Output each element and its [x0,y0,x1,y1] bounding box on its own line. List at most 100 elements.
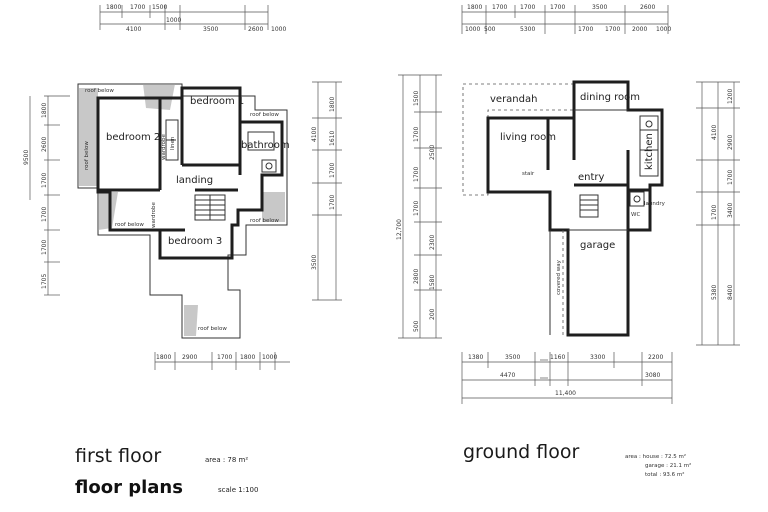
ff-dim-right-1: 1800 [329,97,336,112]
gf-dim-top-12: 2000 [632,26,647,33]
ff-dim-right-4: 1700 [329,195,336,210]
gf-dim-right-6: 3400 [727,203,734,218]
ground-floor-left-dimensions: 1500 1700 2500 1700 1700 2300 2800 1580 … [396,74,442,339]
ff-dim-top-3: 1000 [166,17,181,24]
gf-room-wc: WC [631,212,640,218]
ff-dim-top-8: 1000 [271,26,286,33]
gf-covered-way [540,230,564,379]
ff-roof-note-left: roof below [84,141,90,170]
gf-dim-bottom-3: 1160 [550,354,565,361]
ff-dim-left-4: 1700 [41,207,48,222]
ground-floor-plan: 1800 1700 1700 1700 3500 2600 1000 500 5… [396,4,740,404]
ff-dim-right-outer-2: 3500 [311,255,318,270]
first-floor-plan: 1800 1700 1000 1500 4100 3500 2600 1000 … [23,4,342,370]
ff-room-bathroom: bathroom [241,140,290,151]
ff-dim-bottom-5: 1000 [262,354,277,361]
gf-room-covered-way: covered way [556,259,562,295]
ff-label-wardrobe-1: wardrobe [161,133,167,160]
ff-roof-hatch-left [78,88,98,186]
gf-room-verandah: verandah [490,94,537,105]
gf-dim-bottom-2: 3500 [505,354,520,361]
gf-dim-left-2: 1700 [413,127,420,142]
gf-dim-right-5: 1700 [711,205,718,220]
ff-roof-hatch-midleft [98,192,118,230]
ground-floor-walls [486,80,664,337]
ff-roof-hatch-bottom [184,305,198,336]
gf-dim-top-2: 1700 [492,4,507,11]
gf-dim-top-4: 1700 [550,4,565,11]
sheet-caption: floor plans [75,477,183,498]
ff-roof-note-top-left: roof below [85,88,114,94]
gf-room-dining: dining room [580,92,640,103]
gf-dim-bottom-7: 3080 [645,372,660,379]
ff-dim-right-2: 1610 [329,131,336,146]
ground-floor-right-dimensions: 1200 2900 4100 1700 1700 3400 5380 8400 [696,81,740,346]
first-floor-left-dimensions: 1800 2600 1700 1700 1700 1705 9500 [23,95,70,296]
ff-roof-hatch-right [262,192,285,222]
ff-room-bedroom1: bedroom 1 [190,96,244,107]
ff-roof-note-right: roof below [250,218,279,224]
gf-area-line-1: area : house : 72.5 m² [625,453,686,460]
gf-room-kitchen: kitchen [644,133,655,170]
gf-dim-bottom-4: 3300 [590,354,605,361]
ff-room-landing: landing [176,175,213,186]
gf-dim-left-8: 1580 [429,275,436,290]
ff-dim-bottom-1: 1800 [156,354,171,361]
ground-floor-top-dimensions: 1800 1700 1700 1700 3500 2600 1000 500 5… [461,4,671,34]
ff-dim-top-5: 4100 [126,26,141,33]
ff-dim-left-5: 1700 [41,240,48,255]
gf-room-living: living room [500,132,556,143]
gf-dim-bottom-5: 2200 [648,354,663,361]
gf-dim-right-8: 8400 [727,285,734,300]
gf-room-entry: entry [578,172,605,183]
gf-dim-right-2: 2900 [727,135,734,150]
sheet-scale: scale 1:100 [218,486,258,494]
first-floor-title: first floor [75,445,161,467]
gf-dim-left-4: 1700 [413,167,420,182]
gf-dim-left-3: 2500 [429,145,436,160]
gf-dim-left-10: 500 [413,320,420,332]
first-floor-walls [96,86,284,260]
gf-area-line-3: total : 93.6 m² [645,471,684,478]
ff-label-wardrobe-2: wardrobe [151,201,157,228]
ff-dim-left-6: 1705 [41,274,48,289]
gf-dim-top-13: 1000 [656,26,671,33]
gf-dim-right-7: 5380 [711,285,718,300]
ff-dim-bottom-4: 1800 [240,354,255,361]
ff-dim-top-1: 1800 [106,4,121,11]
gf-dim-bottom-6: 4470 [500,372,515,379]
gf-dim-bottom-total: 11,400 [555,390,576,397]
ff-dim-bottom-2: 2900 [182,354,197,361]
ff-room-bedroom3: bedroom 3 [168,236,222,247]
first-floor-bottom-dimensions: 1800 2900 1700 1800 1000 [154,352,290,370]
gf-dim-left-6: 2300 [429,235,436,250]
ff-dim-right-outer-1: 4100 [311,127,318,142]
ff-roof-outline [77,83,288,339]
ff-dim-left-3: 1700 [41,173,48,188]
ff-label-linen: linen [170,136,176,150]
gf-area-line-2: garage : 21.1 m² [645,462,691,469]
ff-stairs [194,194,226,221]
ff-dim-right-3: 1700 [329,163,336,178]
ff-dim-top-2: 1700 [130,4,145,11]
gf-dim-top-5: 3500 [592,4,607,11]
ff-dim-left-2: 2600 [41,137,48,152]
gf-dim-top-3: 1700 [520,4,535,11]
first-floor-top-dimensions: 1800 1700 1000 1500 4100 3500 2600 1000 [99,4,286,33]
gf-dim-top-9: 5300 [520,26,535,33]
sheet-titles: first floor area : 78 m² floor plans sca… [75,441,691,498]
ff-dim-bottom-3: 1700 [217,354,232,361]
gf-room-garage: garage [580,240,615,251]
ff-roof-note-bottom: roof below [198,326,227,332]
ff-dim-top-6: 3500 [203,26,218,33]
gf-dim-left-5: 1700 [413,201,420,216]
ground-floor-bottom-dimensions: 1380 3500 1160 3300 2200 4470 3080 11,40… [461,352,673,404]
gf-dim-left-1: 1500 [413,91,420,106]
gf-dim-top-6: 2600 [640,4,655,11]
gf-room-laundry: laundry [644,201,666,207]
ground-floor-title: ground floor [463,441,579,463]
gf-dim-right-3: 4100 [711,125,718,140]
gf-stair-note: stair [522,171,535,177]
ff-dim-left-total: 9500 [23,150,30,165]
